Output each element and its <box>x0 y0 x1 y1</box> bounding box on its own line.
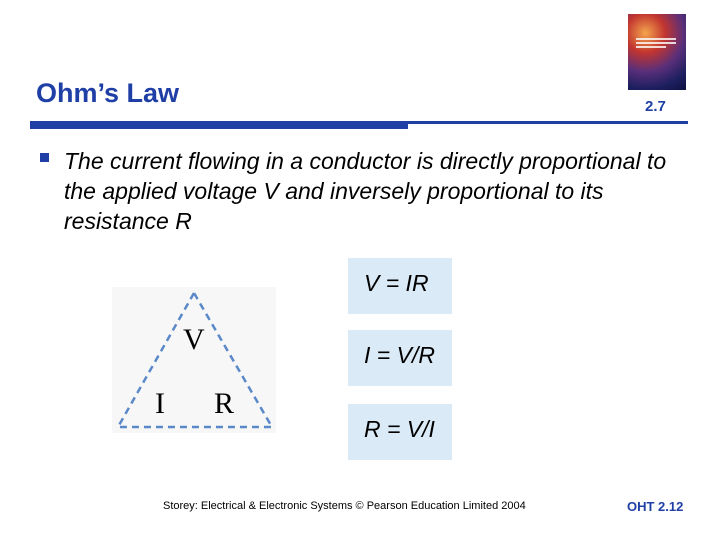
triangle-letter-i: I <box>155 387 165 420</box>
equation-r-vi: R = V/I <box>348 404 452 460</box>
triangle-letter-r: R <box>214 387 235 420</box>
title-rule-accent <box>30 123 408 129</box>
title-rule <box>30 121 688 124</box>
ohms-law-triangle: V I R <box>112 287 276 433</box>
footer-credit: Storey: Electrical & Electronic Systems … <box>163 500 526 512</box>
book-cover-image <box>628 14 686 90</box>
triangle-letter-v: V <box>183 323 205 356</box>
slide-title: Ohm’s Law <box>36 78 180 108</box>
triangle-outline <box>115 290 275 429</box>
bullet-square-icon <box>40 153 49 162</box>
equation-i-vr: I = V/R <box>348 330 452 386</box>
bullet-text: The current flowing in a conductor is di… <box>64 148 667 234</box>
section-number: 2.7 <box>645 98 666 115</box>
equation-v-ir: V = IR <box>348 258 452 314</box>
oht-number: OHT 2.12 <box>627 499 684 514</box>
